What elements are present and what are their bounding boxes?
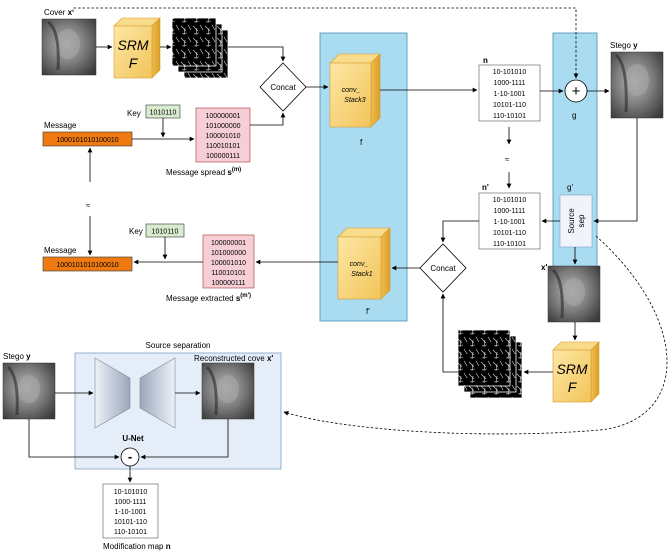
svg-text:10101-110: 10101-110 [493, 230, 526, 237]
message-extracted-block: 100000001 101000000 100001010 110010101 … [202, 234, 255, 289]
modification-map-caption: Modification map n [103, 542, 171, 551]
key-top-label: Key [127, 109, 141, 118]
message-spread-caption: Message spread s(m) [166, 167, 241, 177]
svg-text:10-101010: 10-101010 [114, 489, 148, 496]
svg-text:110010101: 110010101 [211, 270, 246, 277]
svg-text:+: + [572, 83, 581, 100]
ss-stego-image [2, 362, 56, 420]
ss-stego-label: Stego y [3, 352, 31, 361]
x-prime-image [547, 265, 601, 323]
svg-text:Concat: Concat [430, 264, 456, 273]
svg-text:SRM: SRM [556, 361, 587, 377]
svg-text:1-10-1001: 1-10-1001 [115, 509, 147, 516]
residual-stack-bottom [457, 329, 523, 399]
message-spread-block: 100000001 101000000 100001010 110010101 … [195, 107, 251, 163]
connectors [28, 44, 638, 483]
n-prime-map: 10-101010 1000-1111 1-10-1001 10101-110 … [478, 192, 541, 250]
svg-text:10101-110: 10101-110 [493, 102, 526, 109]
recon-image [201, 362, 255, 420]
svg-text:1000-1111: 1000-1111 [494, 208, 526, 215]
message-extracted-caption: Message extracted s(m') [166, 293, 251, 303]
svg-text:-: - [128, 449, 132, 464]
svg-text:100000111: 100000111 [212, 280, 246, 287]
encoder-conv-stack3: conv_ Stack3 [329, 53, 381, 128]
svg-text:F: F [568, 379, 578, 395]
unet-encoder [94, 357, 131, 429]
key-bottom-label: Key [129, 227, 143, 236]
svg-text:10-101010: 10-101010 [493, 197, 527, 204]
svg-text:10101-110: 10101-110 [114, 519, 147, 526]
recon-label: Reconstructed cove x' [194, 354, 273, 363]
svg-text:1-10-1001: 1-10-1001 [494, 219, 526, 226]
key-bottom: 1010110 [145, 223, 185, 238]
svg-text:100001010: 100001010 [211, 260, 246, 267]
stego-image [610, 51, 664, 119]
decoder-conv-stack1: conv_ Stack1 [337, 227, 391, 300]
n-prime-label: n' [482, 183, 489, 192]
message-top: 1000101010100010 [42, 131, 133, 147]
decoder-f-prime-label: f' [366, 307, 370, 316]
svg-text:110010101: 110010101 [206, 143, 241, 150]
svg-text:Stack3: Stack3 [344, 97, 366, 104]
source-sep-block: Source sep [559, 194, 593, 248]
svg-text:Source: Source [567, 208, 576, 234]
svg-text:1010110: 1010110 [152, 229, 179, 236]
message-bottom: 1000101010100010 [42, 256, 133, 272]
srm-filter-top: SRM F [113, 17, 161, 79]
g-prime-label: g' [567, 183, 573, 192]
svg-text:101000000: 101000000 [205, 123, 240, 130]
svg-text:conv_: conv_ [350, 261, 369, 268]
svg-text:1000-1111: 1000-1111 [115, 499, 147, 506]
svg-text:100000001: 100000001 [211, 240, 246, 247]
svg-text:110-10101: 110-10101 [493, 113, 526, 120]
message-bottom-label: Message [44, 246, 77, 255]
svg-text:SRM: SRM [117, 37, 148, 53]
source-separation-title: Source separation [146, 341, 211, 350]
svg-text:100000111: 100000111 [206, 153, 240, 160]
svg-text:conv_: conv_ [342, 87, 361, 94]
svg-text:101000000: 101000000 [211, 250, 246, 257]
approx-top: ≈ [505, 155, 510, 164]
message-top-label: Message [44, 121, 77, 130]
svg-text:100001010: 100001010 [205, 133, 240, 140]
svg-text:1000101010100010: 1000101010100010 [56, 137, 118, 144]
svg-text:1010110: 1010110 [150, 110, 177, 117]
svg-text:1000-1111: 1000-1111 [494, 80, 526, 87]
cover-label: Cover x [44, 8, 73, 17]
svg-text:100000001: 100000001 [205, 113, 240, 120]
concat-top: Concat [259, 62, 307, 112]
unet-label: U-Net [122, 434, 144, 443]
svg-text:110-10101: 110-10101 [493, 241, 526, 248]
approx-left: ≈ [86, 201, 91, 210]
svg-text:110-10101: 110-10101 [114, 529, 147, 536]
svg-text:1-10-1001: 1-10-1001 [494, 91, 526, 98]
encoder-f-label: f [360, 138, 363, 147]
dashed-connectors [72, 7, 668, 435]
svg-text:1000101010100010: 1000101010100010 [56, 262, 118, 269]
n-label: n [483, 56, 488, 65]
unet-decoder [139, 357, 176, 429]
key-top: 1010110 [145, 104, 181, 119]
g-add-operator: + [564, 79, 588, 103]
minus-operator: - [120, 447, 140, 467]
n-map: 10-101010 1000-1111 1-10-1001 10101-110 … [478, 64, 541, 122]
residual-stack-top [171, 17, 229, 79]
svg-text:10-101010: 10-101010 [493, 69, 527, 76]
g-label: g [572, 111, 576, 120]
stego-label: Stego y [610, 41, 638, 50]
svg-text:Stack1: Stack1 [351, 271, 373, 278]
svg-text:Concat: Concat [270, 83, 296, 92]
x-prime-label: x' [541, 263, 547, 272]
svg-text:sep: sep [577, 214, 586, 227]
srm-filter-bottom: SRM F [552, 341, 600, 403]
cover-image [41, 18, 97, 76]
modification-map: 10-101010 1000-1111 1-10-1001 10101-110 … [102, 483, 159, 539]
svg-text:F: F [129, 55, 139, 71]
concat-bottom: Concat [419, 243, 467, 293]
